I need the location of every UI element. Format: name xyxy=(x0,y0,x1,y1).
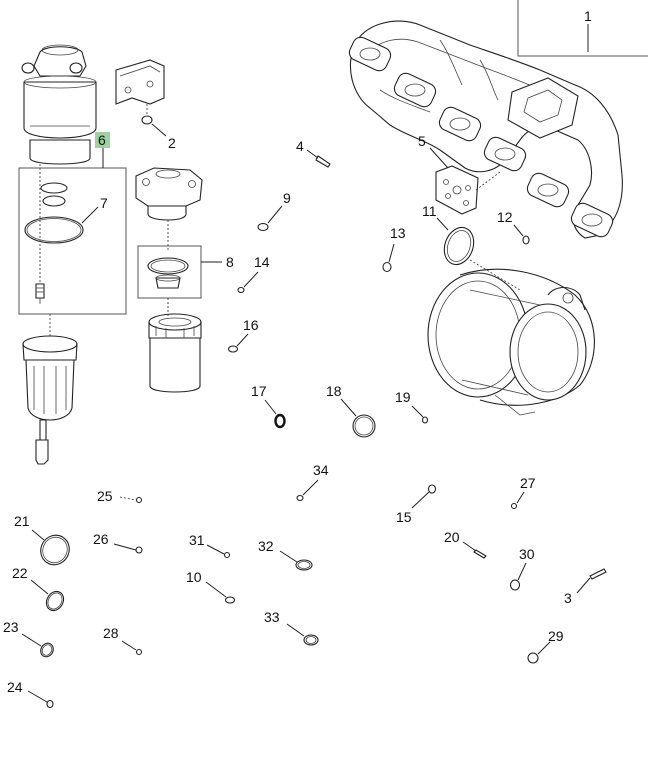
callout-11: 11 xyxy=(422,203,437,219)
part-32-oring xyxy=(279,550,313,571)
part-22-oring xyxy=(30,579,65,612)
callout-6-highlight xyxy=(95,132,110,148)
filter-bowl-left xyxy=(22,314,78,465)
callout-30: 30 xyxy=(519,546,535,562)
part-34-oring xyxy=(296,479,319,502)
part-33-oring xyxy=(286,623,319,646)
part-24-oring xyxy=(27,690,54,709)
callout-1-frame xyxy=(517,0,648,57)
part-15-oring xyxy=(411,484,437,509)
callout-18: 18 xyxy=(326,383,342,399)
callout-20: 20 xyxy=(444,529,460,545)
callout-19: 19 xyxy=(395,389,411,405)
filter-cartridge-middle xyxy=(148,298,202,393)
callout-17: 17 xyxy=(251,383,267,399)
part-14-oring xyxy=(237,271,259,294)
part-21-oring xyxy=(31,529,70,566)
callout-31: 31 xyxy=(189,532,205,548)
part-3-pin xyxy=(576,568,607,594)
callout-4: 4 xyxy=(296,138,304,154)
callout-10: 10 xyxy=(186,569,202,585)
callout-25: 25 xyxy=(97,488,113,504)
callout-5: 5 xyxy=(418,133,426,149)
exhaust-manifold xyxy=(348,20,623,239)
callout-27: 27 xyxy=(520,475,536,491)
part-10-oring xyxy=(205,581,236,604)
filter-head-middle xyxy=(135,167,203,250)
callout-2: 2 xyxy=(168,135,176,151)
large-canister xyxy=(427,268,595,416)
callout-6: 6 xyxy=(98,132,106,148)
part-12-oring xyxy=(513,224,530,245)
callout-8: 8 xyxy=(226,254,234,270)
callout-34: 34 xyxy=(313,462,329,478)
callout-26: 26 xyxy=(93,531,109,547)
part-23-oring xyxy=(21,633,54,658)
callout-32: 32 xyxy=(258,538,274,554)
callout-29: 29 xyxy=(548,628,564,644)
part-20-seal xyxy=(462,541,487,559)
part-9-oring xyxy=(257,205,283,232)
callout-3: 3 xyxy=(564,590,572,606)
part-18-oring xyxy=(340,398,376,438)
part-17-oring xyxy=(264,399,286,429)
part-25-oring xyxy=(119,496,143,504)
callout-33: 33 xyxy=(264,609,280,625)
part-31-oring xyxy=(206,544,231,559)
part-30-oring xyxy=(509,562,527,591)
callout-9: 9 xyxy=(283,190,291,206)
callout-labels: 1 2 3 4 5 6 7 8 9 10 11 12 13 14 15 16 1… xyxy=(3,8,592,695)
callout-8-frame xyxy=(137,245,222,299)
part-4-bolt xyxy=(306,149,331,168)
part-2-bracket xyxy=(115,59,167,137)
filter-head-left xyxy=(21,44,97,165)
callout-24: 24 xyxy=(7,679,23,695)
callout-23: 23 xyxy=(3,619,19,635)
part-26-oring xyxy=(113,543,143,554)
callout-7: 7 xyxy=(100,195,108,211)
part-27-oring xyxy=(510,491,525,510)
callout-21: 21 xyxy=(14,513,30,529)
part-19-seal xyxy=(411,405,429,424)
callout-16: 16 xyxy=(243,317,259,333)
part-16-oring xyxy=(227,333,249,353)
part-29-oring xyxy=(527,641,551,664)
callout-14: 14 xyxy=(254,254,270,270)
callout-1: 1 xyxy=(584,8,592,24)
callout-13: 13 xyxy=(390,225,406,241)
callout-12: 12 xyxy=(497,209,513,225)
part-5-plate xyxy=(429,147,501,215)
callout-15: 15 xyxy=(396,509,412,525)
part-11-ring xyxy=(436,217,521,291)
callout-28: 28 xyxy=(103,625,119,641)
part-13-oring xyxy=(382,243,395,273)
callout-22: 22 xyxy=(12,565,28,581)
part-28-oring xyxy=(121,640,143,656)
callout-6-frame xyxy=(18,132,127,315)
